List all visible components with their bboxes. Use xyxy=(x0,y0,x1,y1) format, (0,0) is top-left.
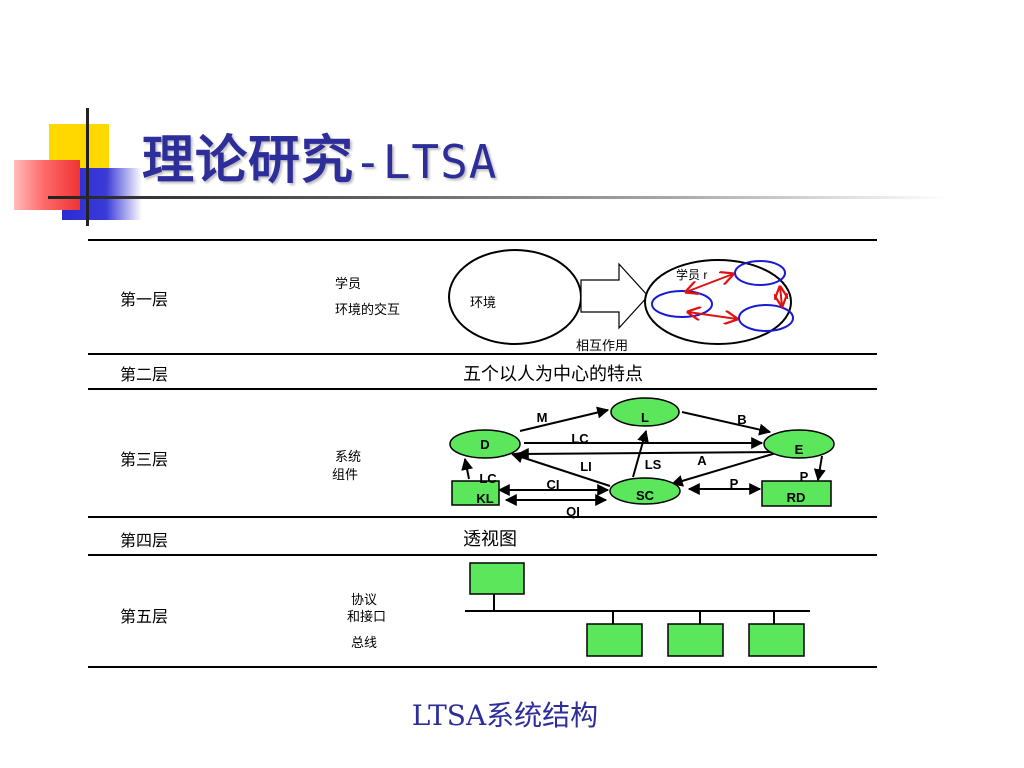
learner-ellipse xyxy=(644,259,792,345)
layer-2-content: 五个以人为中心的特点 xyxy=(463,364,643,385)
layer-1-desc-line-2: 环境的交互 xyxy=(335,303,401,318)
edge-KL-D xyxy=(461,457,474,480)
node-L-label: L xyxy=(641,410,649,425)
decor-red-block xyxy=(14,160,80,210)
edge-label-LS: LS xyxy=(645,457,662,472)
edge-label-P-right: P xyxy=(800,469,809,484)
node-L xyxy=(610,397,680,427)
edge-label-CI: CI xyxy=(547,477,560,492)
table-rule-3 xyxy=(88,516,877,518)
node-KL-label: KL xyxy=(476,491,493,506)
bus-node-3 xyxy=(748,623,805,657)
node-E-label: E xyxy=(795,442,804,457)
edge-label-LC-lower: LC xyxy=(479,471,497,486)
learner-label: 学员 r xyxy=(676,267,707,282)
edge-E-SC xyxy=(670,452,777,487)
learner-circle-left xyxy=(651,290,713,318)
node-D xyxy=(449,429,521,459)
edge-label-A: A xyxy=(697,453,707,468)
table-bottom-rule xyxy=(88,666,877,668)
layer-4-content: 透视图 xyxy=(463,529,517,550)
layer-5-desc-line-3: 总线 xyxy=(351,636,378,651)
decor-vertical-line xyxy=(86,108,89,226)
environment-label: 环境 xyxy=(470,295,496,310)
red-link-left-top xyxy=(686,274,733,292)
node-SC xyxy=(609,477,681,505)
table-top-rule xyxy=(88,239,877,241)
decor-title-underline xyxy=(48,196,948,199)
edge-L-E xyxy=(681,411,772,436)
edge-SC-D xyxy=(510,451,611,487)
title-latin: -LTSA xyxy=(354,135,498,189)
node-SC-label: SC xyxy=(636,488,655,503)
red-link-top-bottom xyxy=(780,287,782,306)
edge-label-LI: LI xyxy=(580,459,592,474)
layer-5-desc-line-1: 协议 xyxy=(351,593,378,608)
layer-5-bus-diagram xyxy=(465,562,810,657)
slide-title: 理论研究-LTSA xyxy=(142,118,498,193)
layer-3-desc-line-2: 组件 xyxy=(332,468,359,483)
edge-label-B: B xyxy=(737,412,746,427)
edge-E-D xyxy=(516,447,775,460)
node-D-label: D xyxy=(480,437,489,452)
environment-ellipse xyxy=(448,249,582,345)
layer-5-label: 第五层 xyxy=(120,607,169,626)
layer-3-label: 第三层 xyxy=(120,450,169,469)
layer-3-diagram: D L E SC KL RD M B LC LI LS A LC CI P P … xyxy=(449,397,835,519)
edge-label-LC-upper: LC xyxy=(571,431,589,446)
layer-1-label: 第一层 xyxy=(120,290,169,309)
layer-5-desc-line-2: 和接口 xyxy=(347,610,387,625)
layer-1-diagram: 环境 学员 r 相互作用 xyxy=(448,249,794,353)
interaction-arrow-shape xyxy=(580,262,649,330)
title-cjk: 理论研究 xyxy=(142,131,355,191)
edge-label-M: M xyxy=(537,410,548,425)
layer-3-desc-line-1: 系统 xyxy=(335,450,362,465)
red-link-left-bottom xyxy=(688,312,737,319)
edge-SC-L xyxy=(632,429,649,478)
bus-node-1 xyxy=(586,623,643,657)
node-E xyxy=(763,429,835,459)
node-RD xyxy=(761,480,832,507)
edge-D-L xyxy=(519,406,610,432)
bus-node-top xyxy=(469,562,525,595)
table-rule-2 xyxy=(88,388,877,390)
interaction-label: 相互作用 xyxy=(576,338,628,353)
layer-4-label: 第四层 xyxy=(120,531,169,550)
table-rule-1 xyxy=(88,353,877,355)
layer-1-desc-line-1: 学员 xyxy=(335,277,362,292)
figure-caption: LTSA系统结构 xyxy=(411,699,599,732)
edge-label-QI: QI xyxy=(566,504,580,519)
edge-E-RD xyxy=(813,455,826,482)
bus-node-2 xyxy=(667,623,724,657)
node-RD-label: RD xyxy=(787,490,806,505)
node-KL xyxy=(451,480,500,506)
edge-label-P-left: P xyxy=(730,476,739,491)
layer-2-label: 第二层 xyxy=(120,365,169,384)
table-rule-4 xyxy=(88,554,877,556)
